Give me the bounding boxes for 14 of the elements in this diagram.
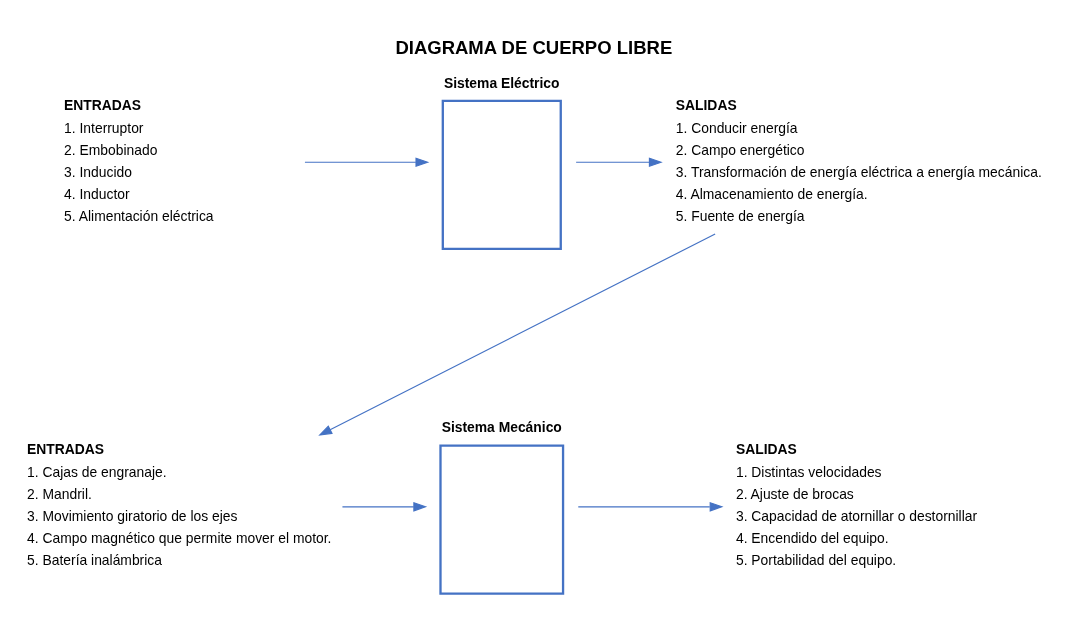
node-label: Sistema Eléctrico <box>443 74 560 91</box>
node-text: SALIDAS 1. Conducir energía 2. Campo energético 3. Transformación de energía eléctrica a energía mecánica. 4. Almacenamiento de energía. 5. Fuente de energía <box>675 96 1042 224</box>
node-label: Sistema Mecánico <box>441 418 562 435</box>
arrow <box>304 156 430 167</box>
node-box <box>441 99 562 250</box>
arrow <box>341 501 428 512</box>
node-text: ENTRADAS 1. Interruptor 2. Embobinado 3. Inducido 4. Inductor 5. Alimentación eléctrica <box>64 96 214 224</box>
arrow <box>577 501 724 512</box>
diagram-title: DIAGRAMA DE CUERPO LIBRE <box>395 36 673 58</box>
arrow <box>318 232 716 436</box>
node-text: SALIDAS 1. Distintas velocidades 2. Ajuste de brocas 3. Capacidad de atornillar o destornillar 4. Encendido del equipo. 5. Portabilidad del equipo. <box>735 440 978 568</box>
arrow <box>575 156 663 167</box>
node-text: ENTRADAS 1. Cajas de engranaje. 2. Mandril. 3. Movimiento giratorio de los ejes 4. Campo magnético que permite mover el motor. 5. Batería inalámbrica <box>27 440 332 568</box>
node-box <box>439 443 565 595</box>
